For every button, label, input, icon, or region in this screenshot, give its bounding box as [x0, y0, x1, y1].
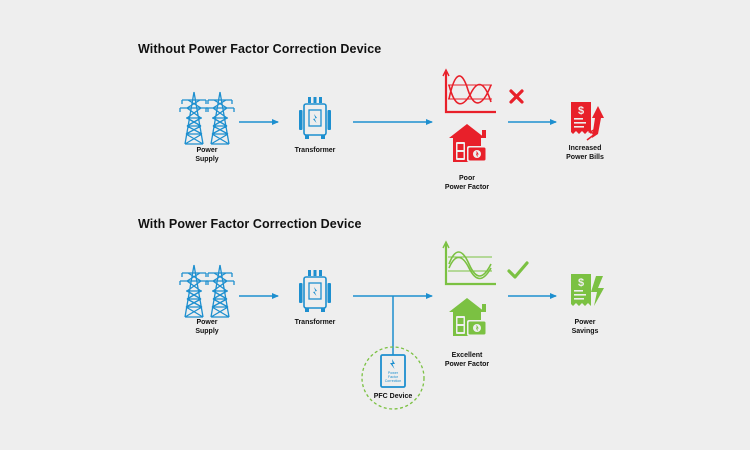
pfc-device-label: PFC Device: [373, 393, 413, 400]
distorted-wave-chart-icon: [442, 68, 496, 114]
top-power-supply-label: Power Supply: [195, 147, 219, 163]
cross-icon: [509, 89, 524, 104]
poor-power-factor-label: Poor Power Factor: [444, 175, 490, 191]
pfc-panel-text: Power Factor Correction: [384, 371, 402, 384]
top-power-supply: [179, 91, 235, 145]
bottom-power-supply-label: Power Supply: [195, 319, 219, 335]
excellent-power-factor-label: Excellent Power Factor: [444, 352, 490, 368]
increased-power-bills-label: Increased Power Bills: [566, 145, 604, 161]
transmission-tower-icon: [205, 91, 235, 145]
power-savings-label: Power Savings: [571, 319, 599, 335]
house-appliance-icon: [448, 297, 488, 337]
pfc-dashed-circle: [361, 346, 425, 410]
check-icon: [507, 261, 529, 279]
lightning-bolt-icon: [390, 359, 395, 369]
house-appliance-icon: [448, 123, 488, 163]
pfc-panel: [380, 354, 406, 388]
pfc-device: [361, 346, 425, 410]
top-heading: Without Power Factor Correction Device: [138, 42, 382, 56]
clean-wave-chart-icon: [442, 240, 496, 286]
top-transformer-label: Transformer: [294, 147, 336, 154]
bottom-heading: With Power Factor Correction Device: [138, 217, 362, 231]
savings-bill-icon: [571, 274, 604, 306]
bottom-power-supply: [179, 264, 235, 318]
transmission-tower-icon: [179, 264, 209, 318]
transmission-tower-icon: [205, 264, 235, 318]
transmission-tower-icon: [179, 91, 209, 145]
bottom-transformer-label: Transformer: [294, 319, 336, 326]
rising-bill-icon: [571, 102, 604, 141]
transformer-icon: [298, 96, 332, 140]
transformer-icon: [298, 269, 332, 313]
